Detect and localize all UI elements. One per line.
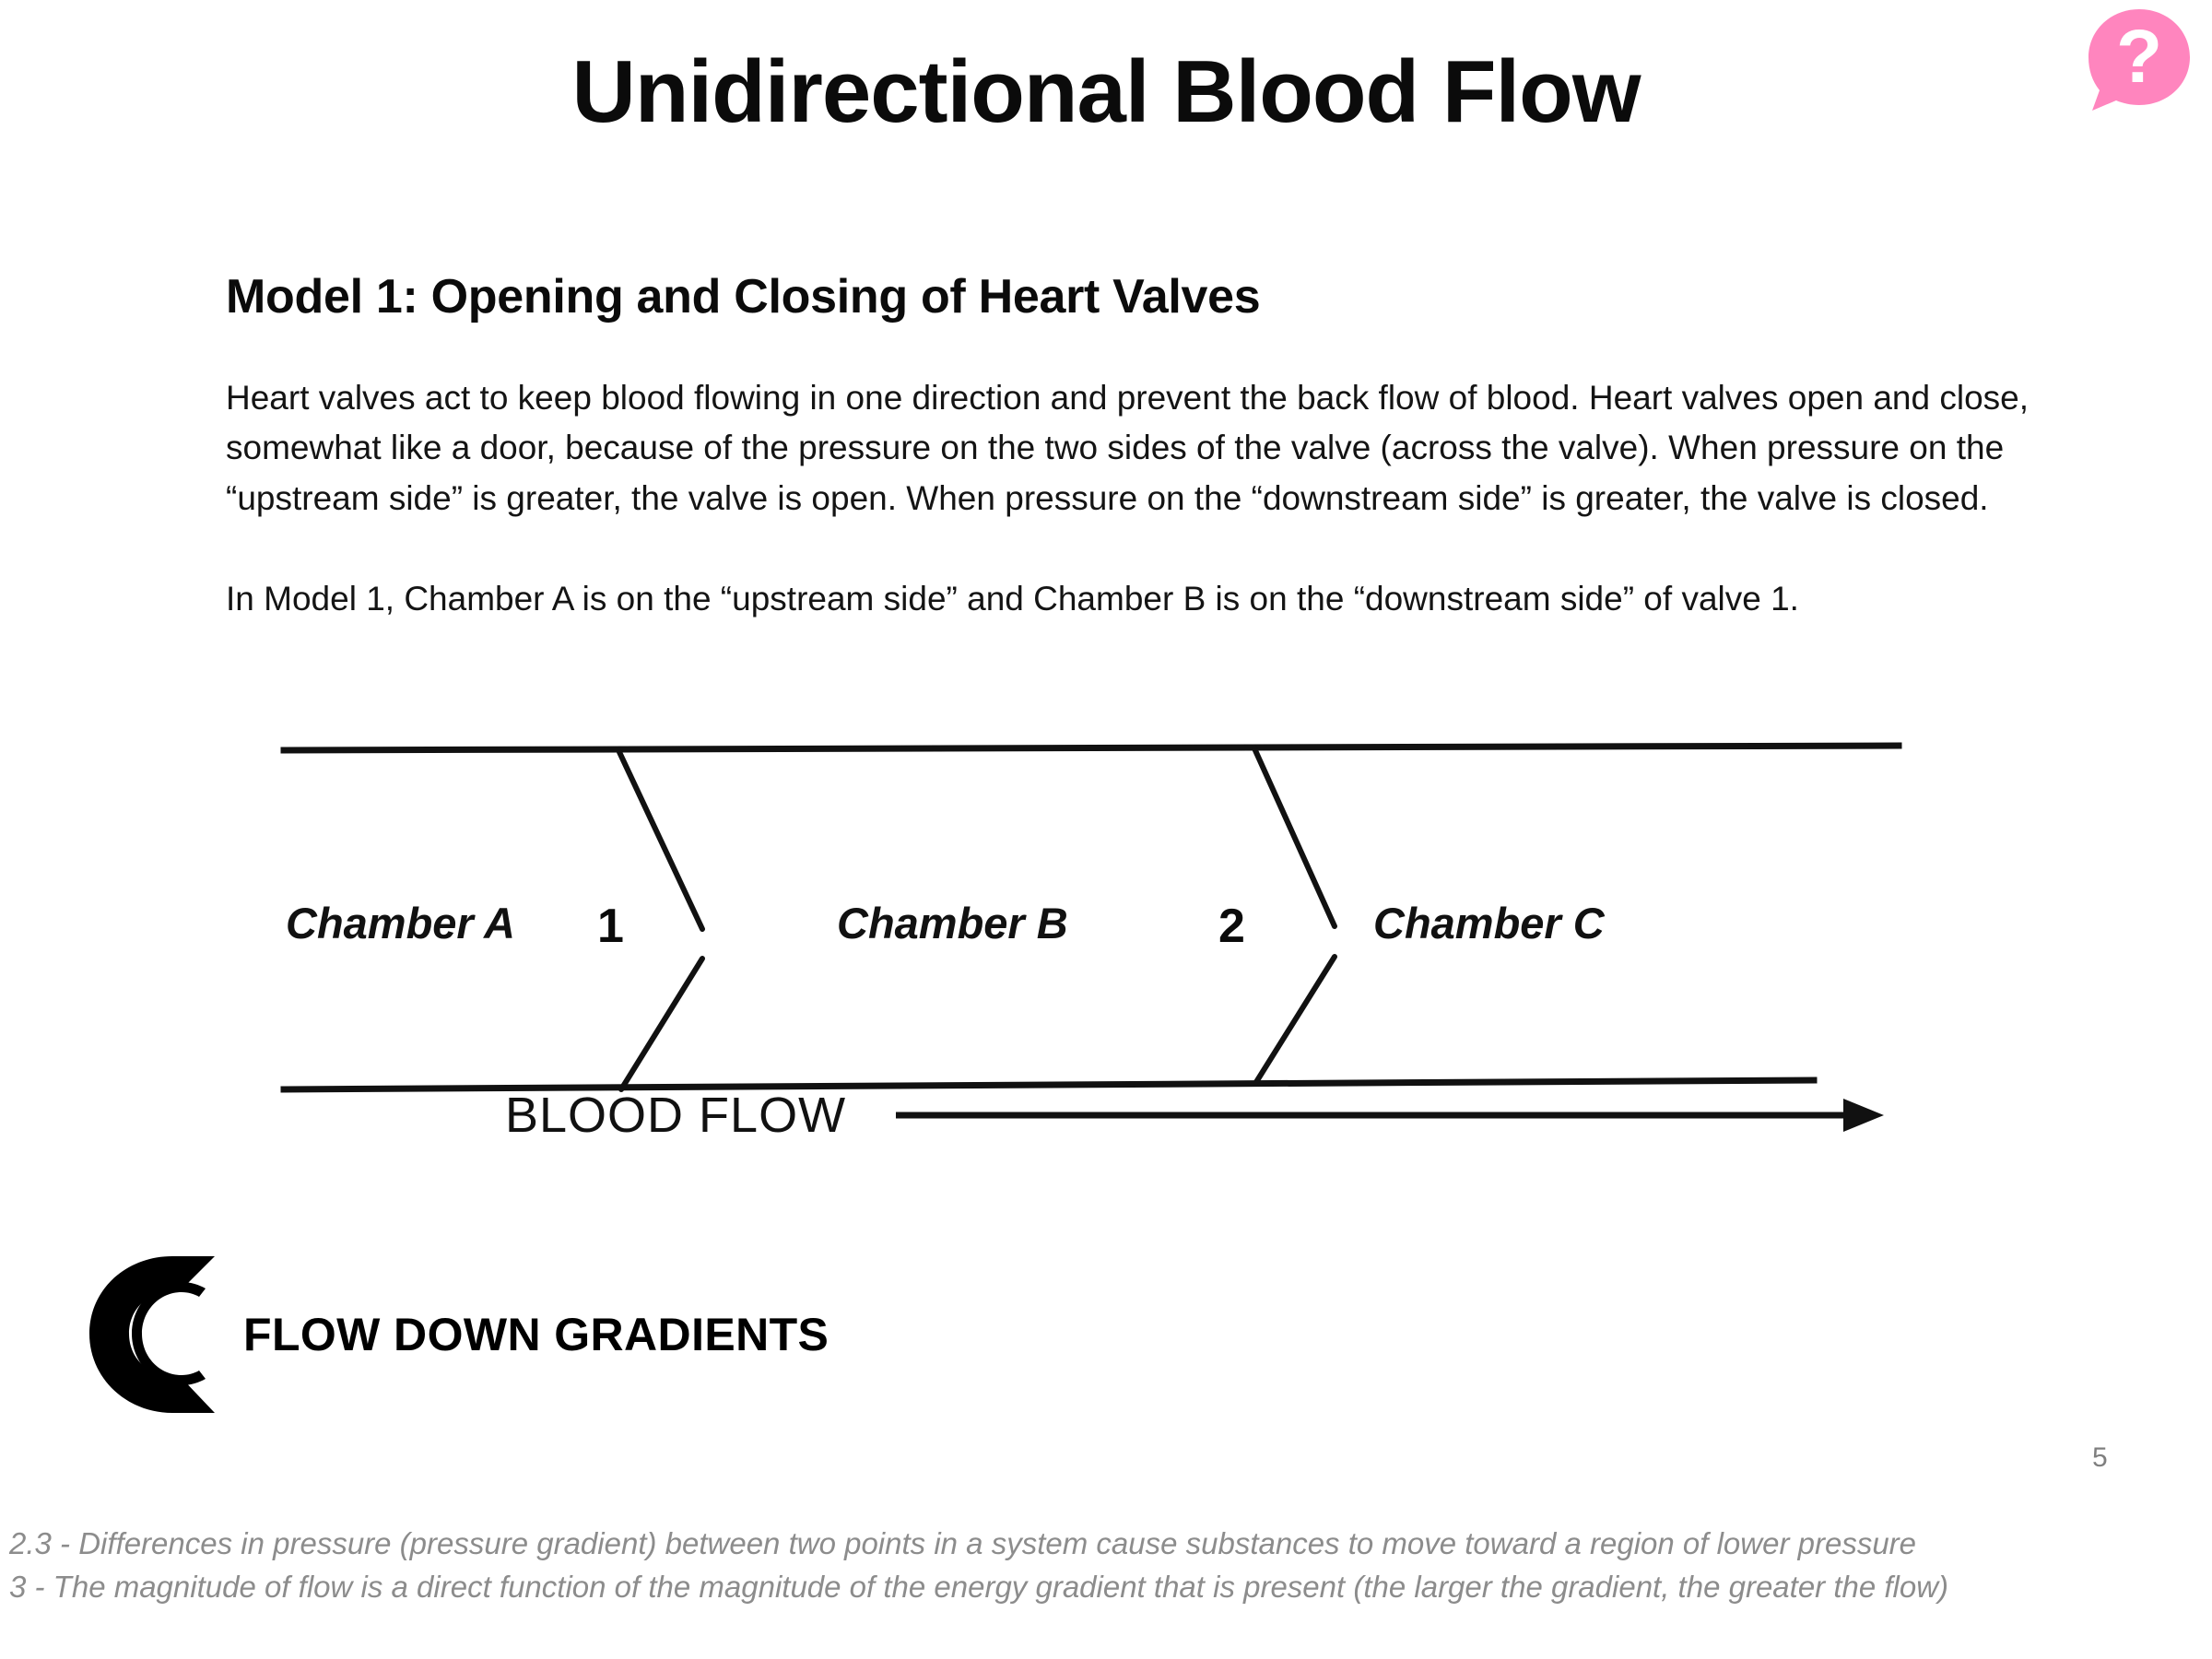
model-heading: Model 1: Opening and Closing of Heart Va… — [226, 270, 1261, 324]
page-number: 5 — [2092, 1442, 2108, 1473]
chamber-a-label: Chamber A — [286, 899, 515, 947]
footer-line-1: 2.3 - Differences in pressure (pressure … — [9, 1526, 1917, 1560]
question-speech-bubble-icon: ? — [2088, 9, 2190, 111]
valve-2-leaflets — [1252, 746, 1337, 1085]
page-title: Unidirectional Blood Flow — [571, 42, 1641, 141]
diagram-svg: Chamber A Chamber B Chamber C 1 2 BLOOD … — [280, 742, 1902, 1134]
footer: 2.3 - Differences in pressure (pressure … — [9, 1523, 2207, 1609]
body-paragraph-1: Heart valves act to keep blood flowing i… — [226, 379, 2030, 517]
chamber-b-label: Chamber B — [837, 899, 1068, 947]
blood-flow-arrow — [896, 1099, 1884, 1132]
double-c-logo-icon — [78, 1249, 249, 1419]
body-paragraph-2: In Model 1, Chamber A is on the “upstrea… — [226, 580, 1799, 618]
help-badge[interactable]: ? — [2083, 6, 2195, 114]
unidirectional-blood-flow-diagram: Chamber A Chamber B Chamber C 1 2 BLOOD … — [276, 737, 2028, 1134]
footer-line-2: 3 - The magnitude of flow is a direct fu… — [9, 1569, 1949, 1604]
valve-2-label: 2 — [1218, 900, 1245, 953]
channel-bottom-wall — [280, 1077, 1818, 1093]
brand-logo-lockup: FLOW DOWN GRADIENTS — [78, 1249, 829, 1419]
valve-1-label: 1 — [597, 900, 624, 953]
svg-text:?: ? — [2116, 15, 2162, 99]
blood-flow-label: BLOOD FLOW — [505, 1088, 846, 1134]
chamber-c-label: Chamber C — [1373, 899, 1606, 947]
valve-1-leaflets — [617, 749, 705, 1092]
channel-top-wall — [280, 742, 1902, 754]
logo-wordmark: FLOW DOWN GRADIENTS — [243, 1308, 830, 1360]
body-copy: Heart valves act to keep blood flowing i… — [226, 373, 2060, 625]
